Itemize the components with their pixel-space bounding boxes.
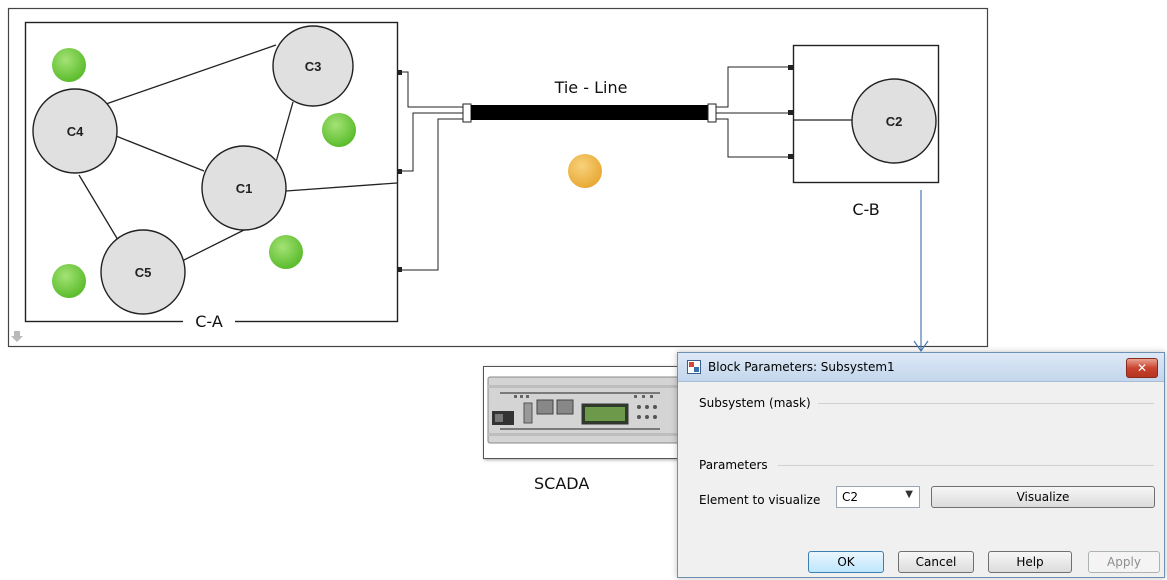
area-ca-edges	[78, 44, 398, 263]
area-ca-ports	[397, 70, 402, 272]
parameters-group-divider	[778, 465, 1154, 466]
close-button[interactable]: ✕	[1126, 358, 1158, 378]
scada-device-image	[483, 366, 685, 459]
element-select-value: C2	[842, 490, 859, 504]
dialog-titlebar[interactable]: Block Parameters: Subsystem1 ✕	[678, 353, 1164, 382]
area-ca-label: C-A	[195, 312, 223, 331]
status-lamp-amber	[568, 154, 602, 188]
scada-device-icon	[487, 376, 681, 444]
apply-button[interactable]: Apply	[1088, 551, 1160, 573]
node-c4[interactable]: C4	[32, 88, 118, 174]
help-button[interactable]: Help	[988, 551, 1072, 573]
svg-text:C3: C3	[305, 59, 322, 74]
status-lamp-green	[52, 48, 86, 82]
tie-line-block[interactable]	[462, 103, 717, 123]
visualize-button[interactable]: Visualize	[931, 486, 1155, 508]
area-ca-label-bg	[183, 314, 235, 330]
node-c2[interactable]: C2	[851, 78, 937, 164]
dialog-title: Block Parameters: Subsystem1	[708, 360, 895, 374]
node-c1[interactable]: C1	[201, 145, 287, 231]
svg-text:C1: C1	[236, 181, 253, 196]
connector-arrow	[913, 190, 929, 353]
area-ca-wires	[402, 71, 463, 271]
simulink-app-icon	[687, 360, 701, 374]
status-lamp-green	[52, 264, 86, 298]
ok-button[interactable]: OK	[808, 551, 884, 573]
element-to-visualize-label: Element to visualize	[699, 493, 821, 507]
mask-group-header: Subsystem (mask)	[699, 396, 811, 410]
status-lamp-green	[322, 113, 356, 147]
node-c5[interactable]: C5	[100, 229, 186, 315]
node-c3[interactable]: C3	[272, 25, 354, 107]
scroll-down-arrow-icon[interactable]	[11, 331, 23, 342]
status-lamp-green	[269, 235, 303, 269]
svg-text:C2: C2	[886, 114, 903, 129]
chevron-down-icon: ▼	[905, 489, 913, 500]
mask-group-divider	[818, 403, 1154, 404]
element-to-visualize-select[interactable]: C2 ▼	[836, 486, 920, 508]
close-icon: ✕	[1136, 361, 1148, 375]
area-cb-label: C-B	[852, 200, 879, 219]
scada-label: SCADA	[534, 474, 590, 493]
cancel-button[interactable]: Cancel	[898, 551, 974, 573]
tie-line-label: Tie - Line	[554, 78, 628, 97]
parameters-group-header: Parameters	[699, 458, 768, 472]
svg-text:C4: C4	[67, 124, 84, 139]
area-cb-ports	[788, 65, 793, 159]
block-parameters-dialog: Block Parameters: Subsystem1 ✕ Subsystem…	[677, 352, 1165, 578]
area-cb-wires	[716, 66, 790, 158]
svg-text:C5: C5	[135, 265, 152, 280]
